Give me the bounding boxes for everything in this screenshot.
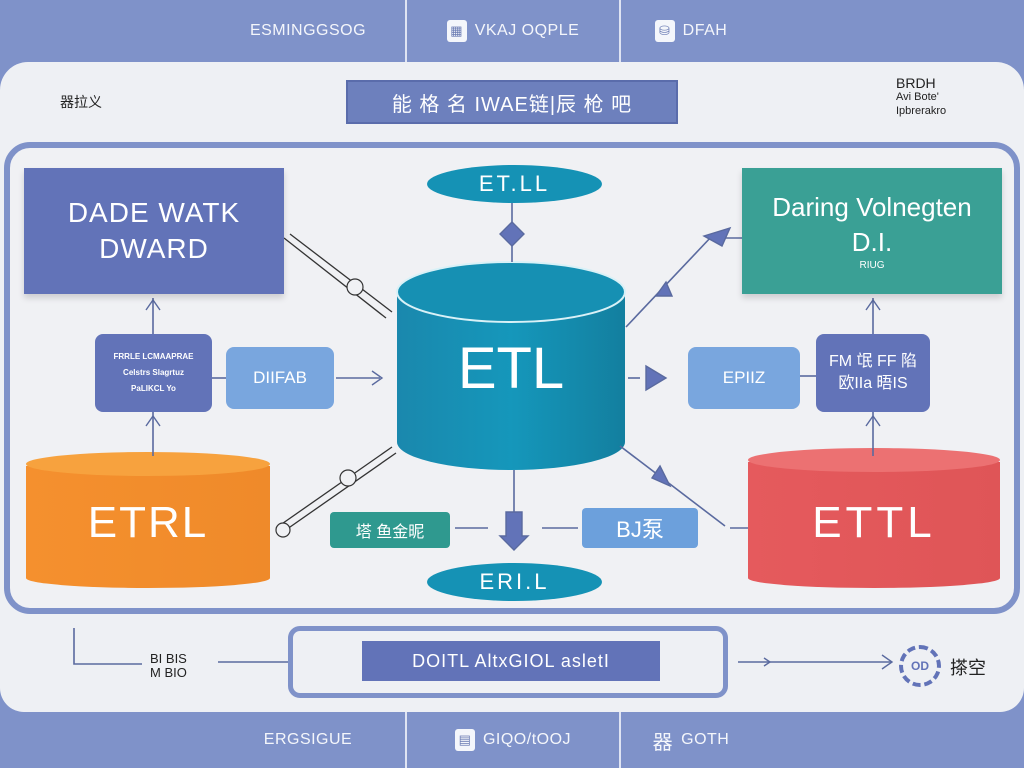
header-right-line-1: BRDH	[896, 75, 936, 91]
bottom-tab-2[interactable]: ▤ GIQO/tOOJ	[407, 712, 619, 768]
footer-left-line-1: BI BIS	[150, 651, 187, 666]
data-warehouse-line-2: DWARD	[99, 233, 209, 264]
page-title: 能 格 名 IWAE链|辰 枪 吧	[346, 80, 678, 124]
right-cylinder-label: ETTL	[812, 498, 936, 547]
top-tab-3-label: DFAH	[682, 22, 728, 39]
divider	[405, 0, 407, 62]
top-toolbar: ESMINGGSOG ▦ VKAJ OQPLE ⛁ DFAH	[0, 0, 1024, 62]
data-visualization-line-2: D.I.	[851, 226, 893, 257]
divider	[619, 0, 621, 62]
data-warehouse-line-1: DADE WATK	[67, 197, 241, 228]
data-warehouse-box[interactable]: DADE WATK DWARD	[24, 168, 284, 294]
grid-icon: ▦	[446, 20, 467, 42]
header-left-label: 器拉义	[60, 94, 102, 110]
bottom-tab-2-label: GIQO/tOOJ	[482, 731, 572, 748]
divider	[619, 712, 621, 768]
footer-left-label: BI BIS M BIO	[150, 652, 187, 680]
footer-right-label: 搽空	[950, 658, 986, 678]
header-right-line-3: Ipbrerakro	[896, 105, 947, 117]
top-tab-1-label: ESMINGGSOG	[249, 22, 367, 39]
data-visualization-line-3: RIUG	[859, 259, 885, 271]
top-etl-pill[interactable]: ET.LL	[427, 165, 602, 203]
divider	[405, 712, 407, 768]
cycle-icon[interactable]: OD	[899, 645, 941, 687]
data-visualization-box[interactable]: Daring Volnegten D.I. RIUG	[742, 168, 1002, 294]
header-right-info: BRDH Avi Bote' Ipbrerakro	[896, 76, 946, 118]
top-tab-1[interactable]: ESMINGGSOG	[210, 0, 406, 62]
database-icon: ⛁	[654, 20, 675, 42]
footer-center-box[interactable]: DOITL AltxGIOL asletI	[362, 641, 660, 681]
format-box[interactable]: FM 氓 FF 陷 欧IIa 晤IS	[816, 334, 930, 412]
main-cylinder-label: ETL	[457, 336, 565, 401]
footer-left-line-2: M BIO	[150, 665, 187, 680]
bottom-tab-3[interactable]: 器 GOTH	[621, 712, 761, 768]
data-visualization-line-1: Daring Volnegten	[772, 191, 972, 222]
enrich-box[interactable]: EPIIZ	[688, 347, 800, 409]
bottom-tab-1-label: ERGSIGUE	[263, 731, 353, 748]
document-icon: ▤	[454, 729, 475, 751]
source-box-line-2: Celstrs Slagrtuz	[123, 368, 184, 377]
extract-box[interactable]: DIIFAB	[226, 347, 334, 409]
bottom-tab-3-label: GOTH	[681, 731, 730, 748]
bottom-toolbar: ERGSIGUE ▤ GIQO/tOOJ 器 GOTH	[0, 712, 1024, 768]
source-box-line-3: PaLIKCL Yo	[131, 384, 176, 393]
source-box[interactable]: FRRLE LCMAAPRAE Celstrs Slagrtuz PaLIKCL…	[95, 334, 212, 412]
green-tag[interactable]: 塔 鱼金昵	[330, 512, 450, 548]
top-tab-3[interactable]: ⛁ DFAH	[621, 0, 761, 62]
top-tab-2[interactable]: ▦ VKAJ OQPLE	[407, 0, 619, 62]
format-box-line-1: FM 氓 FF 陷	[829, 353, 917, 370]
left-cylinder-label: ETRL	[87, 498, 209, 547]
bottom-tab-1[interactable]: ERGSIGUE	[210, 712, 406, 768]
blue-tag[interactable]: BJ泵	[582, 508, 698, 548]
kanji-icon: 器	[652, 731, 674, 754]
top-tab-2-label: VKAJ OQPLE	[474, 22, 580, 39]
format-box-line-2: 欧IIa 晤IS	[838, 375, 908, 392]
source-box-line-1: FRRLE LCMAAPRAE	[113, 352, 194, 361]
bottom-etl-pill[interactable]: ERI.L	[427, 563, 602, 601]
header-right-line-2: Avi Bote'	[896, 91, 939, 103]
